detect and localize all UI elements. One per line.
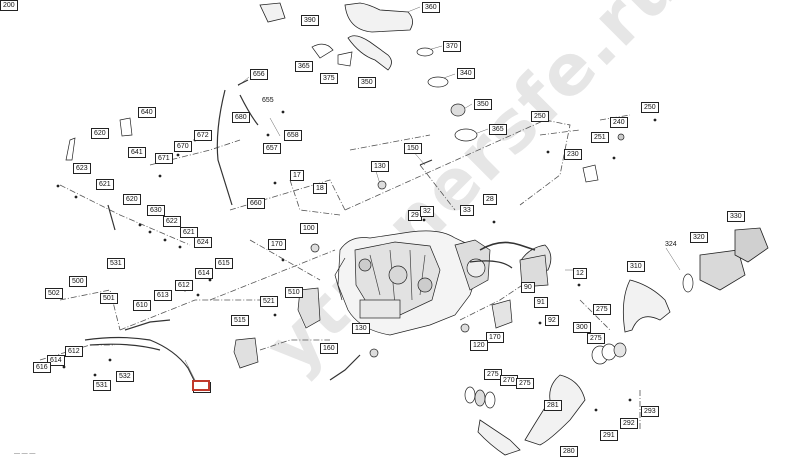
- part-callout: 624: [194, 237, 212, 248]
- part-callout: 280: [560, 446, 578, 457]
- part-callout: 641: [128, 147, 146, 158]
- part-callout: 350: [474, 99, 492, 110]
- part-callout: 90: [521, 282, 535, 293]
- part-callout: 610: [133, 300, 151, 311]
- part-callout: 100: [300, 223, 318, 234]
- part-callout: 660: [247, 198, 265, 209]
- part-callout: 640: [138, 107, 156, 118]
- part-callout: 293: [641, 406, 659, 417]
- part-callout: 281: [544, 400, 562, 411]
- part-callout: 531: [107, 258, 125, 269]
- part-callout: 240: [610, 117, 628, 128]
- part-callout: 365: [295, 61, 313, 72]
- part-callout: 360: [422, 2, 440, 13]
- part-callout: 28: [483, 194, 497, 205]
- part-callout: 130: [371, 161, 389, 172]
- part-callout: 622: [163, 216, 181, 227]
- engine-assembly: [334, 230, 491, 336]
- part-callout: 510: [285, 287, 303, 298]
- part-callout: 310: [627, 261, 645, 272]
- part-callout: 92: [545, 315, 559, 326]
- part-callout: 324: [665, 241, 677, 248]
- part-callout: 614: [195, 268, 213, 279]
- part-callout: 292: [620, 418, 638, 429]
- part-callout: 390: [301, 15, 319, 26]
- part-callout: 18: [313, 183, 327, 194]
- part-callout: 623: [73, 163, 91, 174]
- part-callout: 275: [516, 378, 534, 389]
- part-callout: 672: [194, 130, 212, 141]
- part-callout: 670: [174, 141, 192, 152]
- part-callout: 300: [573, 322, 591, 333]
- part-callout: 501: [100, 293, 118, 304]
- highlighted-callout: [192, 380, 210, 391]
- part-callout: 658: [284, 130, 302, 141]
- part-callout: 150: [404, 143, 422, 154]
- part-callout: 531: [93, 380, 111, 391]
- part-callout: 291: [600, 430, 618, 441]
- part-callout: 120: [470, 340, 488, 351]
- part-callout: 130: [352, 323, 370, 334]
- part-callout: 370: [443, 41, 461, 52]
- part-callout: 515: [231, 315, 249, 326]
- part-callout: 502: [45, 288, 63, 299]
- part-callout: 500: [69, 276, 87, 287]
- part-callout: 532: [116, 371, 134, 382]
- part-callout: 170: [486, 332, 504, 343]
- part-callout: 680: [232, 112, 250, 123]
- footer-text: — — —: [14, 451, 36, 457]
- part-callout: 615: [215, 258, 233, 269]
- part-callout: 17: [290, 170, 304, 181]
- part-callout: 613: [154, 290, 172, 301]
- part-callout: 91: [534, 297, 548, 308]
- part-callout: 375: [320, 73, 338, 84]
- part-callout: 200: [0, 0, 18, 11]
- part-callout: 616: [33, 362, 51, 373]
- part-callout: 620: [91, 128, 109, 139]
- part-callout: 612: [65, 346, 83, 357]
- part-callout: 230: [564, 149, 582, 160]
- part-callout: 33: [460, 205, 474, 216]
- part-callout: 12: [573, 268, 587, 279]
- part-callout: 620: [123, 194, 141, 205]
- part-callout: 275: [484, 369, 502, 380]
- part-callout: 350: [358, 77, 376, 88]
- part-callout: 621: [180, 227, 198, 238]
- part-callout: 330: [727, 211, 745, 222]
- part-callout: 250: [641, 102, 659, 113]
- part-callout: 612: [175, 280, 193, 291]
- part-callout: 275: [593, 304, 611, 315]
- part-callout: 671: [155, 153, 173, 164]
- part-callout: 655: [262, 97, 274, 104]
- part-callout: 320: [690, 232, 708, 243]
- part-callout: 365: [489, 124, 507, 135]
- part-callout: 275: [587, 333, 605, 344]
- part-callout: 630: [147, 205, 165, 216]
- part-callout: 614: [47, 355, 65, 366]
- part-callout: 160: [320, 343, 338, 354]
- part-callout: 251: [591, 132, 609, 143]
- part-callout: 340: [457, 68, 475, 79]
- part-callout: 170: [268, 239, 286, 250]
- part-callout: 656: [250, 69, 268, 80]
- part-callout: 521: [260, 296, 278, 307]
- part-callout: 32: [420, 206, 434, 217]
- part-callout: 250: [531, 111, 549, 122]
- part-callout: 657: [263, 143, 281, 154]
- part-callout: 621: [96, 179, 114, 190]
